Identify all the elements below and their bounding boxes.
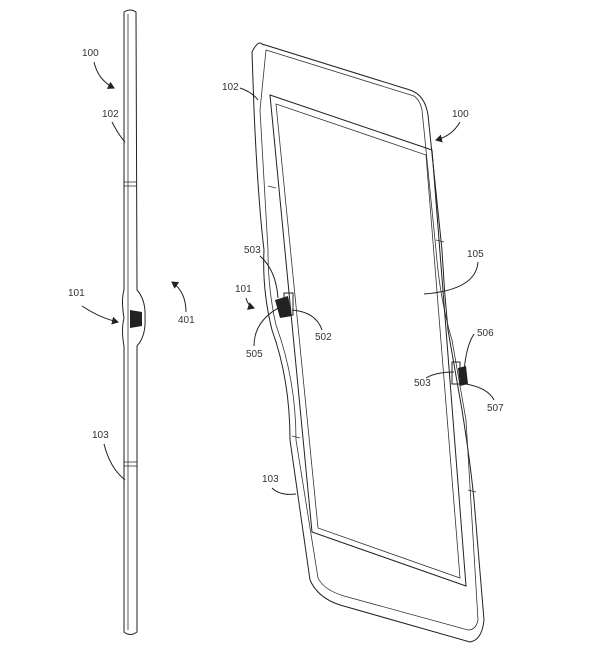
label-105: 105 [467,249,484,260]
label-100-side: 100 [82,48,99,59]
label-507: 507 [487,403,504,414]
label-103-perspective: 103 [262,474,279,485]
label-101-side: 101 [68,288,85,299]
label-503-lower: 503 [414,378,431,389]
side-view-device [122,9,146,635]
label-401: 401 [178,315,195,326]
label-102-perspective: 102 [222,82,239,93]
label-502: 502 [315,332,332,343]
label-102-side: 102 [102,109,119,120]
label-100-perspective: 100 [452,109,469,120]
label-503-upper: 503 [244,245,261,256]
label-101-perspective: 101 [235,284,252,295]
perspective-device [251,42,485,643]
label-505: 505 [246,349,263,360]
label-103-side: 103 [92,430,109,441]
label-506: 506 [477,328,494,339]
